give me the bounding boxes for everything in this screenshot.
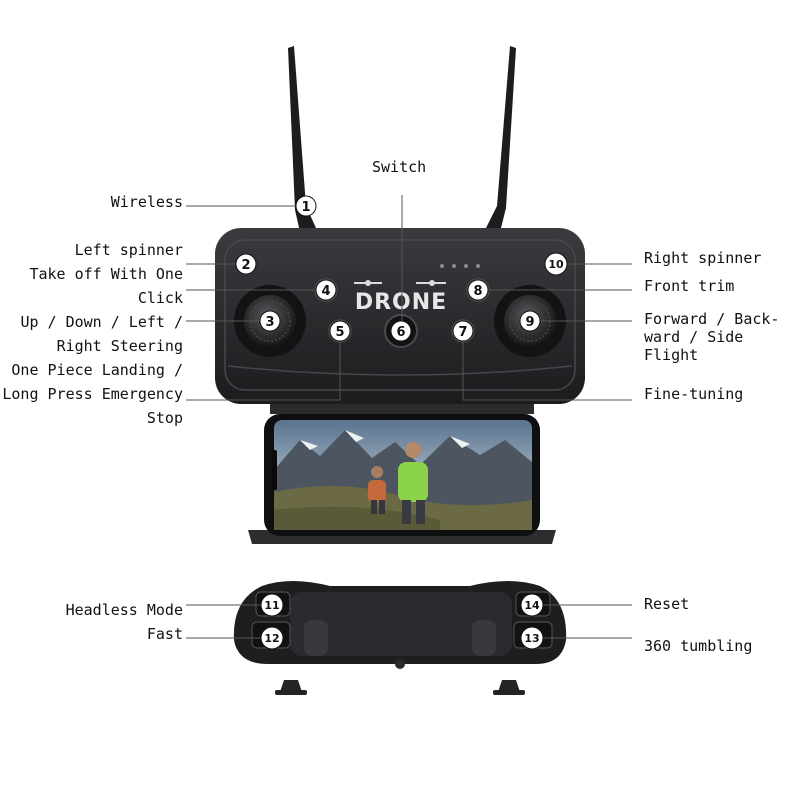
- badge-4: 4: [315, 279, 337, 301]
- right-antenna: [486, 46, 516, 232]
- svg-text:9: 9: [525, 315, 534, 330]
- badge-5: 5: [329, 320, 351, 342]
- badge-3: 3: [259, 310, 281, 332]
- svg-text:1: 1: [301, 200, 310, 215]
- label-fine-tuning: Fine-tuning: [644, 385, 744, 403]
- label-steering-line1: Up / Down / Left /: [20, 313, 183, 331]
- label-takeoff-line1: Take off With One: [29, 265, 183, 283]
- label-fast: Fast: [146, 625, 183, 643]
- label-360-tumbling: 360 tumbling: [644, 637, 753, 655]
- left-antenna: [288, 46, 316, 232]
- svg-text:7: 7: [458, 325, 467, 340]
- svg-text:14: 14: [524, 599, 540, 612]
- badge-7: 7: [452, 320, 474, 342]
- badge-11: 11: [260, 593, 284, 617]
- label-front-trim: Front trim: [644, 277, 735, 295]
- label-steering-line2: Right Steering: [56, 337, 183, 355]
- drone-logo-text: DRONE: [355, 290, 447, 315]
- svg-text:8: 8: [473, 284, 482, 299]
- svg-text:13: 13: [524, 632, 539, 645]
- smartphone: [264, 414, 540, 536]
- badge-2: 2: [235, 253, 257, 275]
- label-left-spinner: Left spinner: [74, 241, 183, 259]
- label-takeoff-line2: Click: [137, 289, 183, 307]
- svg-text:2: 2: [241, 258, 250, 273]
- phone-screen-photo: [274, 430, 532, 530]
- svg-text:5: 5: [335, 325, 344, 340]
- label-reset: Reset: [644, 595, 690, 613]
- label-landing-line2: Long Press Emergency: [2, 385, 183, 403]
- badge-6: 6: [390, 320, 412, 342]
- svg-text:3: 3: [265, 315, 274, 330]
- badge-10: 10: [544, 252, 568, 276]
- svg-text:11: 11: [264, 599, 279, 612]
- svg-text:6: 6: [396, 325, 405, 340]
- badge-1: 1: [295, 195, 317, 217]
- badge-13: 13: [520, 626, 544, 650]
- label-forward-line3: Flight: [644, 346, 699, 364]
- label-switch: Switch: [372, 158, 427, 176]
- svg-text:4: 4: [321, 284, 330, 299]
- label-right-spinner: Right spinner: [644, 249, 762, 267]
- badge-8: 8: [467, 279, 489, 301]
- leader-lines: [186, 195, 632, 639]
- badge-9: 9: [519, 310, 541, 332]
- badge-14: 14: [520, 593, 544, 617]
- label-headless-mode: Headless Mode: [65, 601, 183, 619]
- rear-controller: [233, 581, 567, 695]
- label-landing-line1: One Piece Landing /: [11, 361, 183, 379]
- label-forward-line2: ward / Side: [644, 328, 744, 346]
- label-forward-line1: Forward / Back-: [644, 310, 780, 328]
- drone-logo: DRONE: [354, 280, 447, 315]
- label-landing-line3: Stop: [146, 409, 183, 427]
- svg-text:10: 10: [548, 258, 564, 271]
- badge-12: 12: [260, 626, 284, 650]
- svg-text:12: 12: [264, 632, 279, 645]
- label-wireless: Wireless: [110, 193, 183, 211]
